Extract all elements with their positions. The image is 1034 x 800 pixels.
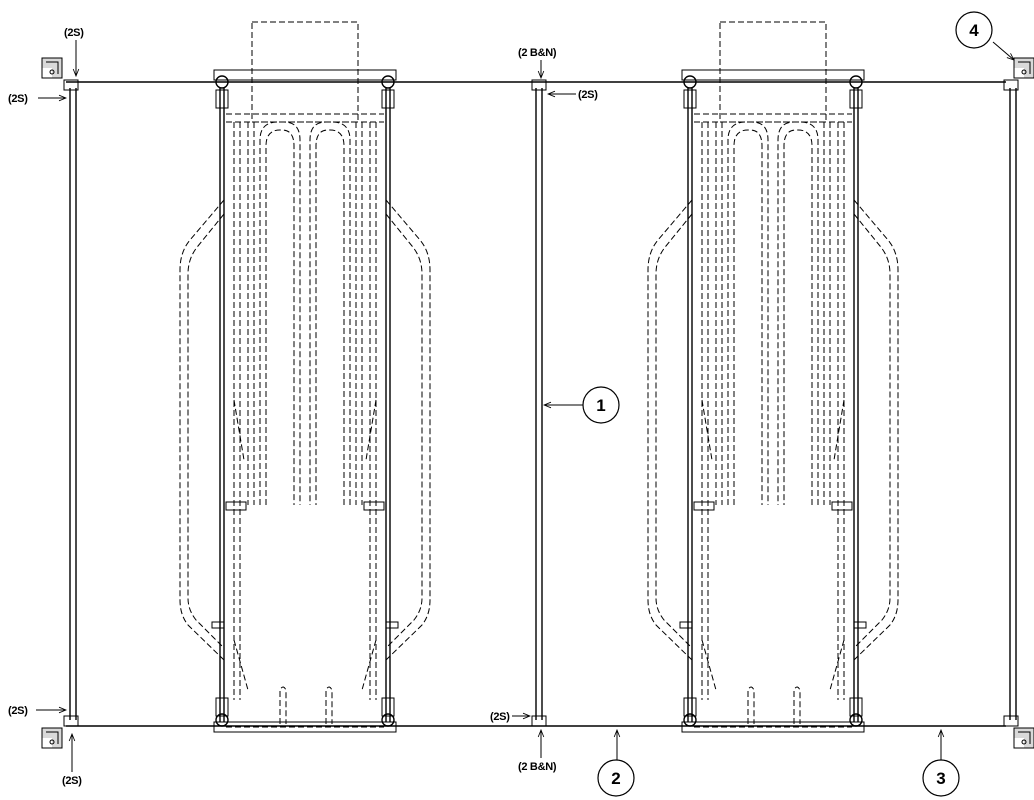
callout-screws-top-left: (2S) [64, 27, 85, 76]
item-balloon-1: 1 [544, 386, 620, 424]
svg-text:4: 4 [969, 21, 979, 40]
coil-unit-right [647, 21, 899, 733]
svg-text:(2S): (2S) [578, 89, 598, 101]
corner-bracket-top-right [1013, 57, 1034, 79]
svg-text:(2S): (2S) [490, 711, 510, 723]
corner-bracket-bottom-left [41, 727, 63, 749]
callout-bolts-nuts-top: (2 B&N) [518, 47, 557, 78]
corner-bracket-top-left [41, 57, 63, 79]
svg-text:(2 B&N): (2 B&N) [518, 761, 557, 773]
svg-text:(2 B&N): (2 B&N) [518, 47, 557, 59]
svg-text:1: 1 [596, 396, 605, 415]
svg-text:3: 3 [936, 769, 945, 788]
corner-bracket-bottom-right [1013, 727, 1034, 749]
svg-text:(2S): (2S) [8, 93, 28, 105]
callout-screws-left-upper: (2S) [8, 93, 66, 105]
callout-screws-center-top: (2S) [548, 89, 599, 101]
svg-text:2: 2 [611, 769, 620, 788]
item-balloon-3: 3 [922, 730, 960, 797]
item-balloon-4: 4 [955, 11, 1014, 60]
main-frame [63, 79, 1019, 727]
svg-text:(2S): (2S) [8, 705, 28, 717]
callout-bolts-nuts-bottom: (2 B&N) [518, 730, 557, 773]
callout-screws-bottom-left: (2S) [62, 734, 83, 787]
svg-text:(2S): (2S) [64, 27, 84, 39]
item-balloon-2: 2 [597, 730, 635, 797]
coil-unit-left [179, 21, 431, 733]
svg-text:(2S): (2S) [62, 775, 82, 787]
callout-screws-left-lower: (2S) [8, 705, 66, 717]
callout-screws-center-bottom: (2S) [490, 711, 530, 723]
